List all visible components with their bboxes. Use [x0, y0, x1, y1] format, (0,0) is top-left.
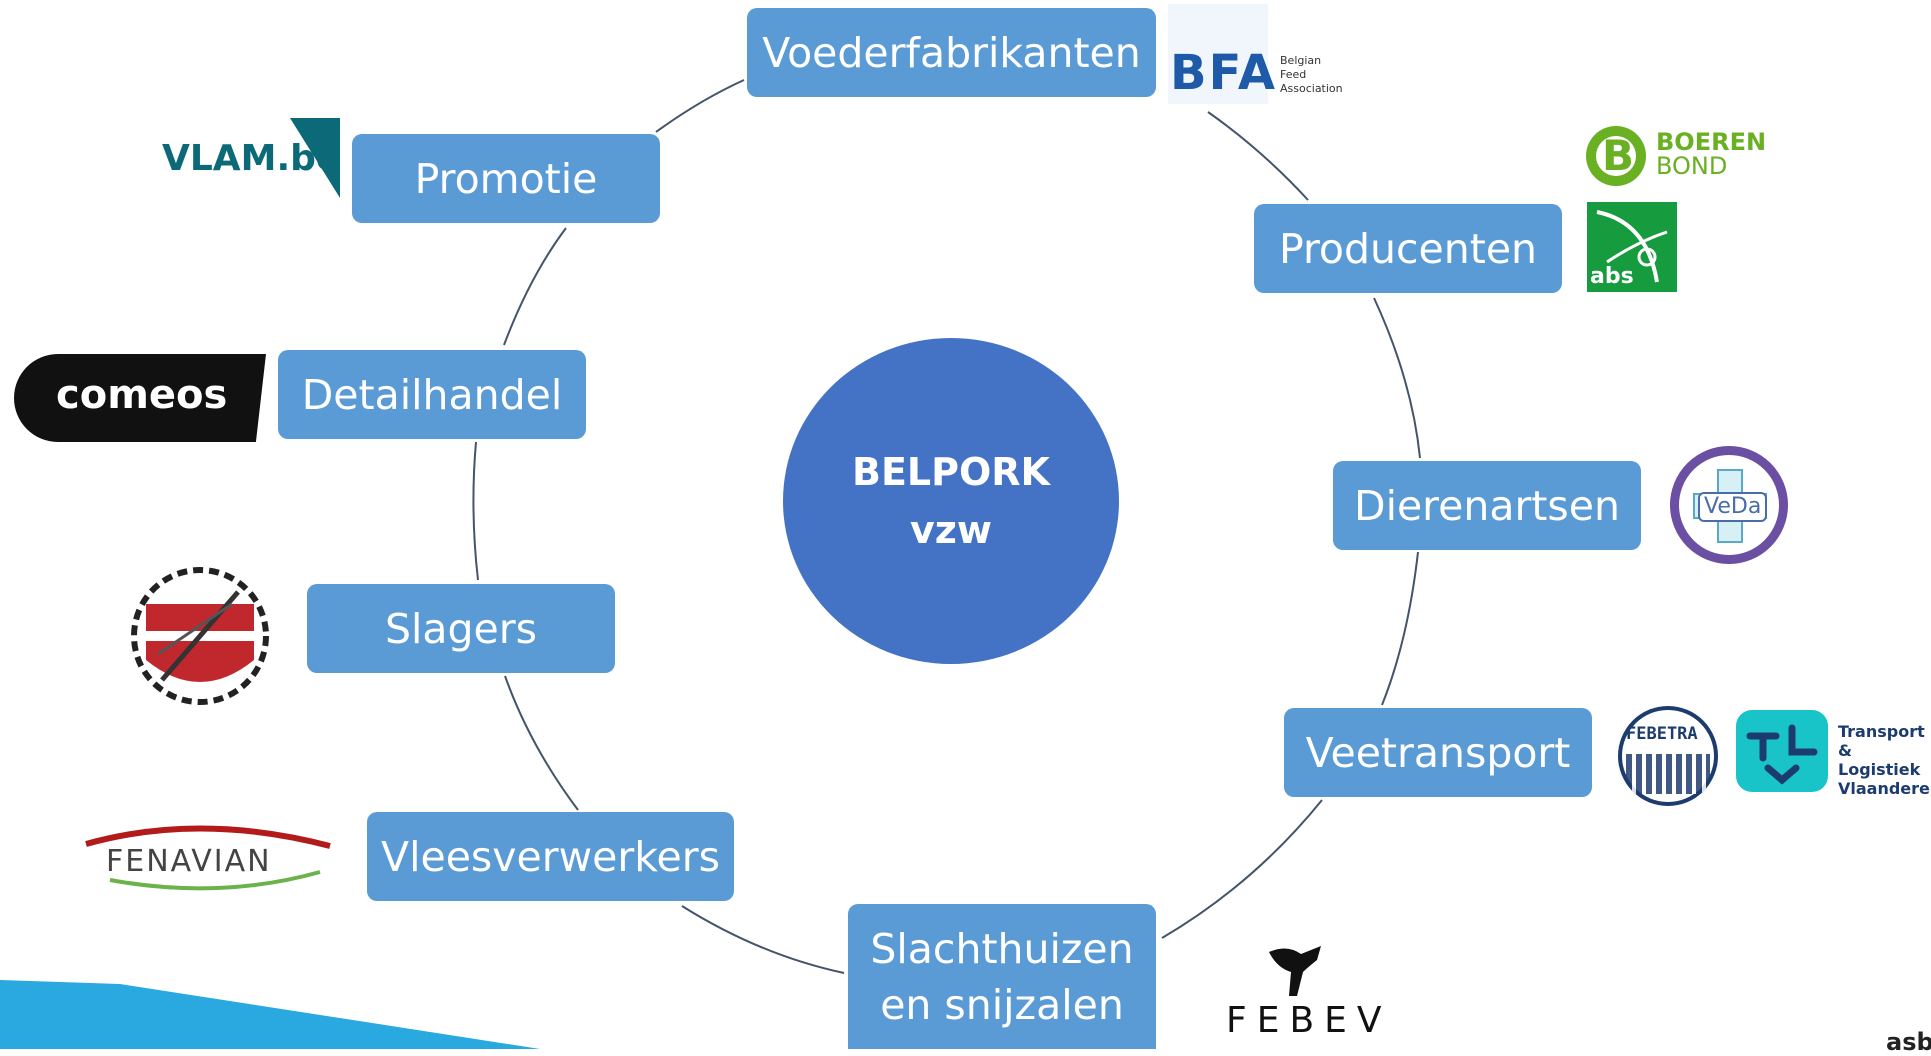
veda-logo: VeDa	[1668, 440, 1798, 576]
arc-detailhandel-promotie	[503, 227, 567, 346]
center-subtitle: vzw	[910, 508, 992, 552]
tlv-logo-name: Transport & Logistiek Vlaanderen	[1838, 722, 1931, 798]
slagers-shield-icon	[131, 567, 269, 705]
febev-logo-text: FEBEV	[1226, 1000, 1392, 1041]
slagers-emblem	[128, 564, 272, 708]
node-detailhandel: Detailhandel	[278, 350, 586, 439]
fenavian-logo-text: FENAVIAN	[106, 844, 272, 879]
arc-slachthuizen-vleesverwerkers	[681, 905, 845, 974]
boerenbond-logo-line2: BOND	[1656, 152, 1728, 180]
boerenbond-logo-line1: BOEREN	[1656, 128, 1767, 156]
fenavian-logo: FENAVIAN	[80, 818, 335, 898]
arc-dierenartsen-veetransport	[1381, 551, 1419, 706]
center-node: BELPORK vzw	[783, 338, 1119, 664]
node-producenten: Producenten	[1254, 204, 1562, 293]
veda-logo-text: VeDa	[1698, 492, 1768, 522]
tlv-logo	[1736, 710, 1828, 792]
fenavian-swoosh-icon	[85, 825, 331, 891]
node-promotie: Promotie	[352, 134, 660, 223]
boerenbond-logo: B	[1586, 126, 1646, 186]
febetra-logo: FEBETRA	[1618, 706, 1718, 806]
bfa-logo-name: Belgian Feed Association	[1280, 54, 1343, 95]
node-vleesverwerkers: Vleesverwerkers	[367, 812, 734, 901]
node-voederfabrikanten: Voederfabrikanten	[747, 8, 1156, 97]
arc-producenten-dierenartsen	[1373, 297, 1421, 459]
arc-veetransport-slachthuizen	[1161, 799, 1323, 939]
arc-promotie-voeder	[655, 79, 745, 133]
arc-vleesverwerkers-slagers	[504, 675, 579, 811]
node-slachthuizen: Slachthuizen en snijzalen	[848, 904, 1156, 1049]
comeos-logo-text: comeos	[56, 372, 228, 418]
febev-logo: FEBEV	[1222, 942, 1392, 1042]
tlv-logo-mark	[1746, 724, 1818, 785]
abs-logo-text: abs	[1590, 264, 1634, 289]
bfa-logo-mark: BFA	[1170, 45, 1278, 101]
arc-voeder-producenten	[1207, 111, 1309, 201]
arc-slagers-detailhandel	[472, 441, 479, 581]
abs-logo: abs	[1587, 202, 1677, 292]
abs-logo-figure	[1596, 210, 1668, 283]
center-title: BELPORK	[852, 450, 1050, 494]
comeos-logo: comeos	[14, 354, 266, 442]
bfa-logo: BFA	[1168, 4, 1275, 104]
corner-text: asb	[1886, 1028, 1931, 1056]
febev-bull-icon	[1269, 946, 1321, 996]
febetra-logo-text: FEBETRA	[1626, 724, 1698, 744]
node-slagers: Slagers	[307, 584, 615, 673]
node-dierenartsen: Dierenartsen	[1333, 461, 1641, 550]
node-veetransport: Veetransport	[1284, 708, 1592, 797]
